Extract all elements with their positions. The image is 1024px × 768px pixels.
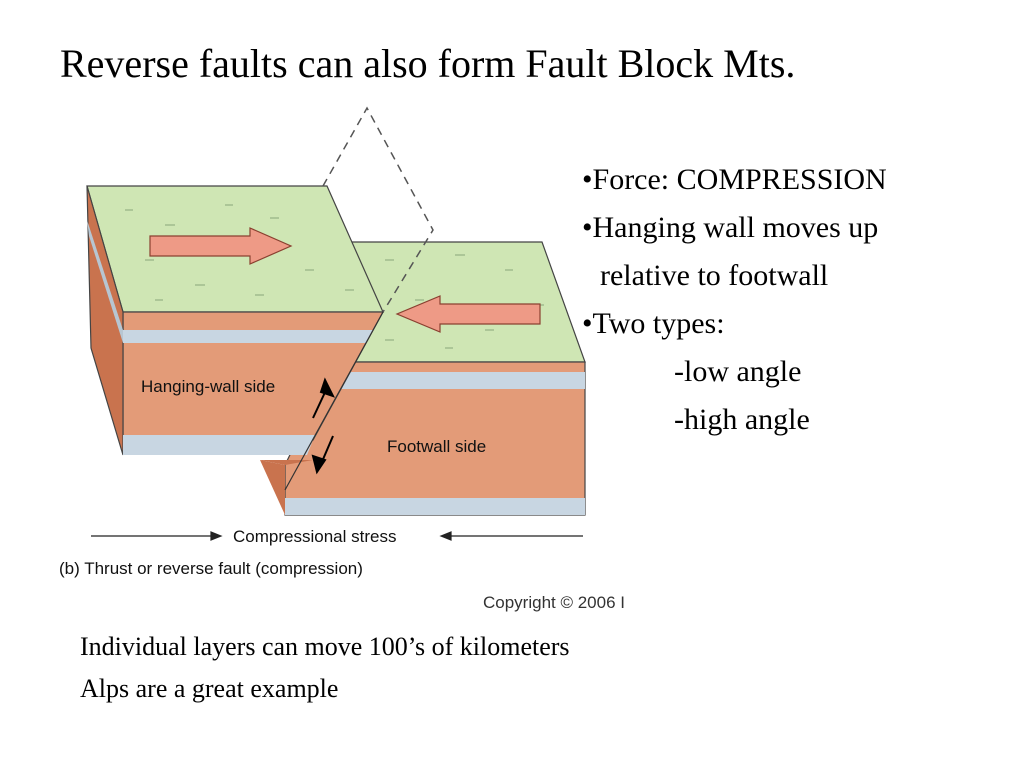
bullet-high-angle: -high angle (674, 403, 810, 436)
note-layers: Individual layers can move 100’s of kilo… (80, 632, 570, 661)
note-alps: Alps are a great example (80, 674, 339, 703)
bullet-force: •Force: COMPRESSION (582, 163, 887, 196)
fault-slip-arrows-icon (311, 377, 335, 475)
arrow-left-icon (395, 295, 541, 333)
slide-notes: Individual layers can move 100’s of kilo… (80, 626, 570, 710)
slide-title: Reverse faults can also form Fault Block… (60, 41, 796, 86)
copyright-text: Copyright © 2006 I (483, 593, 625, 612)
footwall-label: Footwall side (387, 437, 486, 456)
bullet-list: •Force: COMPRESSION •Hanging wall moves … (582, 156, 887, 444)
stress-label: Compressional stress (233, 527, 396, 546)
fault-plane-line (284, 311, 384, 491)
eroded-outline (322, 106, 434, 313)
fault-block-diagram: Hanging-wall side Footwall side Compress… (55, 100, 695, 620)
hanging-wall-label: Hanging-wall side (141, 377, 275, 396)
bullet-hanging-wall: •Hanging wall moves up (582, 211, 879, 244)
bullet-two-types: •Two types: (582, 307, 725, 340)
diagram-caption: (b) Thrust or reverse fault (compression… (59, 559, 363, 578)
bullet-hanging-wall-cont: relative to footwall (600, 259, 829, 292)
compressional-stress-indicator (91, 531, 583, 541)
arrow-right-icon (149, 227, 293, 265)
bullet-low-angle: -low angle (674, 355, 802, 388)
